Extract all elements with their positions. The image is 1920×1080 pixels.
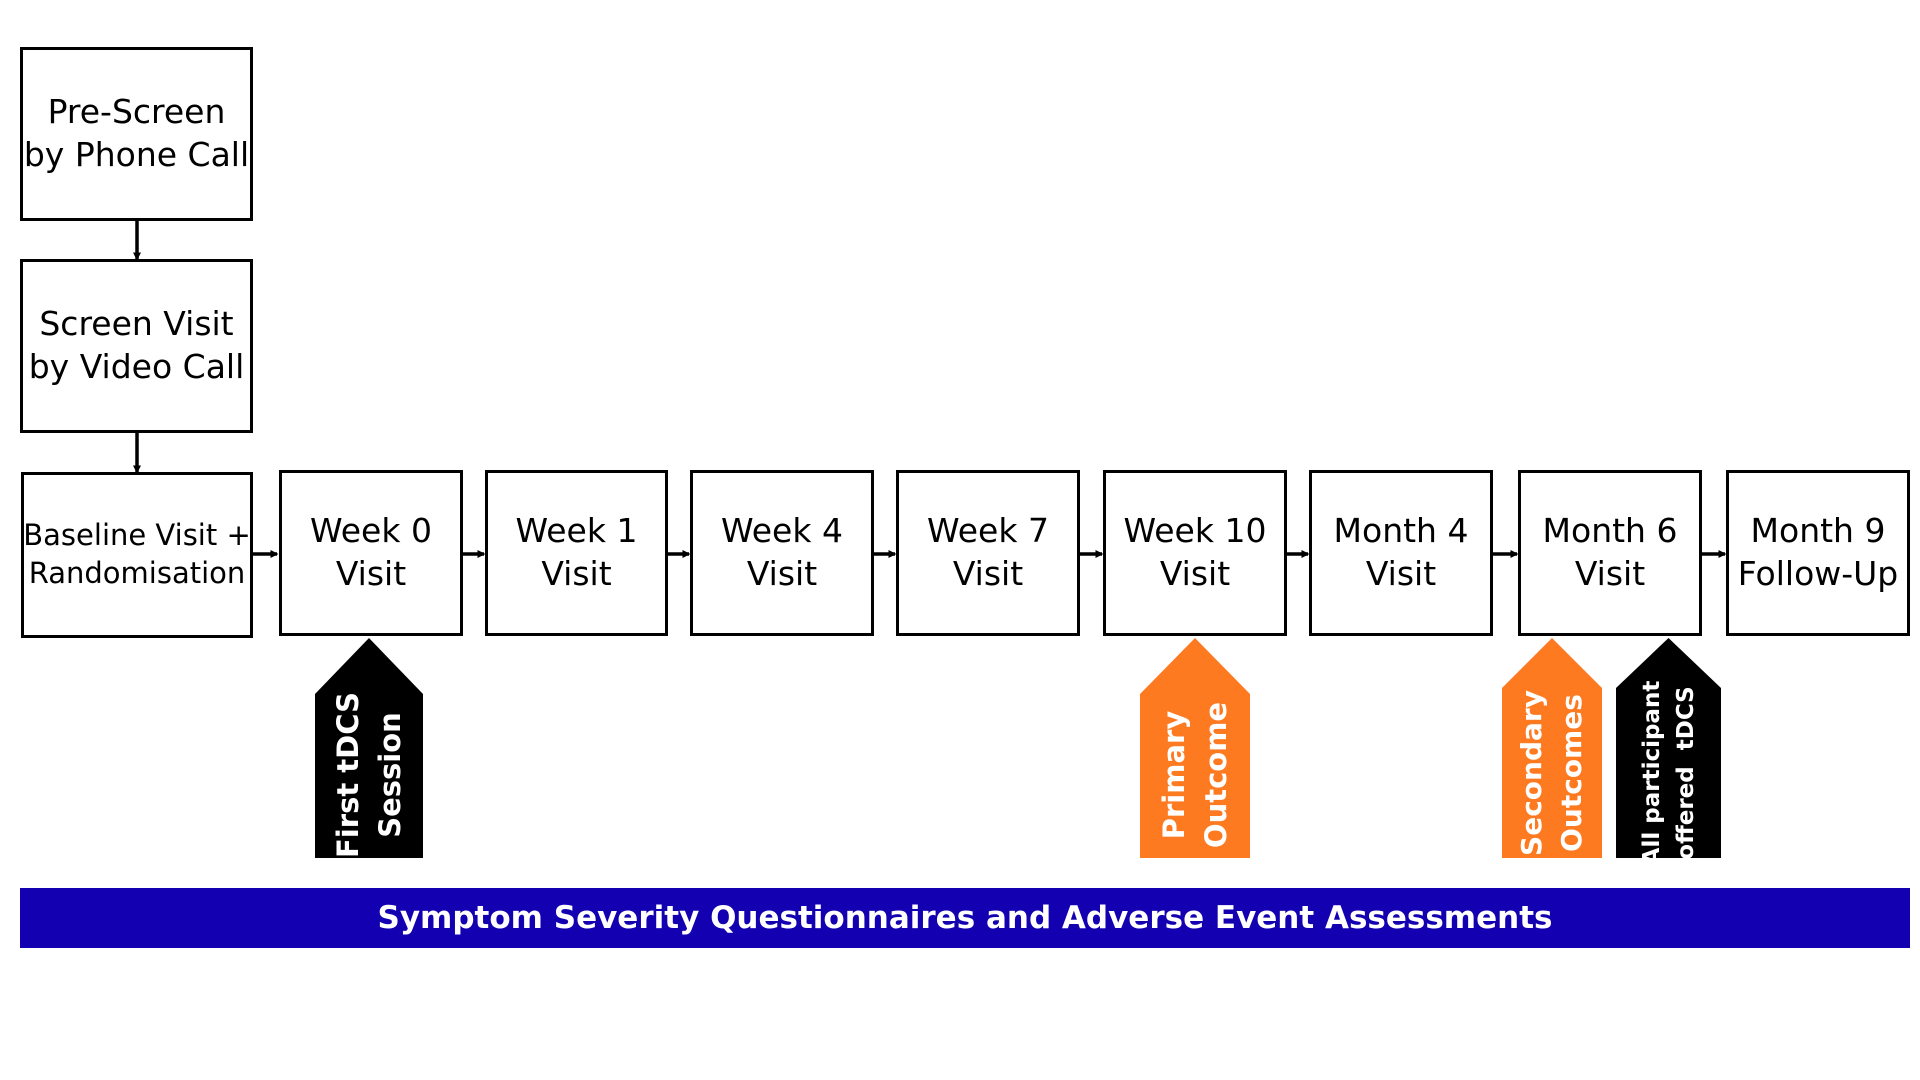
week0-line-2: Visit xyxy=(335,554,407,593)
primary-outcome-line-1: Primary xyxy=(1157,710,1191,840)
pre-screen-line-1: Pre-Screen xyxy=(47,92,226,132)
week7-visit-box: Week 7 Visit xyxy=(896,470,1080,636)
baseline-visit-box: Baseline Visit + Randomisation xyxy=(21,472,253,638)
baseline-line-2: Randomisation xyxy=(28,556,246,590)
secondary-outcomes-marker: Secondary Outcomes xyxy=(1502,638,1602,858)
month9-line-1: Month 9 xyxy=(1750,511,1886,551)
primary-outcome-line-2: Outcome xyxy=(1199,701,1233,849)
week7-line-1: Week 7 xyxy=(927,511,1049,551)
week10-visit-box: Week 10 Visit xyxy=(1103,470,1287,636)
month9-followup-box: Month 9 Follow-Up xyxy=(1726,470,1910,636)
screen-visit-line-1: Screen Visit xyxy=(39,304,234,344)
week4-line-1: Week 4 xyxy=(721,511,843,551)
all-offered-tdcs-marker-shape xyxy=(1616,638,1721,858)
all-offered-tdcs-marker: All participant offered tDCS xyxy=(1616,638,1721,865)
first-tdcs-line-2: Session xyxy=(373,712,407,838)
all-offered-line-2: offered tDCS xyxy=(1672,686,1699,860)
month6-line-1: Month 6 xyxy=(1542,511,1678,551)
month6-line-2: Visit xyxy=(1574,554,1646,593)
week4-line-2: Visit xyxy=(746,554,818,593)
month9-line-2: Follow-Up xyxy=(1737,554,1899,593)
all-offered-line-1: All participant xyxy=(1638,680,1665,866)
baseline-line-1: Baseline Visit + xyxy=(23,518,251,553)
assessments-banner: Symptom Severity Questionnaires and Adve… xyxy=(20,888,1910,948)
screen-visit-line-2: by Video Call xyxy=(28,347,245,386)
pre-screen-box: Pre-Screen by Phone Call xyxy=(20,47,253,221)
assessments-banner-text: Symptom Severity Questionnaires and Adve… xyxy=(377,900,1553,936)
pre-screen-line-2: by Phone Call xyxy=(23,135,250,174)
week4-visit-box: Week 4 Visit xyxy=(690,470,874,636)
secondary-outcomes-line-1: Secondary xyxy=(1515,690,1548,856)
screen-visit-box: Screen Visit by Video Call xyxy=(20,259,253,433)
first-tdcs-marker-shape xyxy=(315,638,423,858)
first-tdcs-marker: First tDCS Session xyxy=(315,638,423,858)
month4-line-1: Month 4 xyxy=(1333,511,1469,551)
primary-outcome-marker: Primary Outcome xyxy=(1140,638,1250,858)
week0-line-1: Week 0 xyxy=(310,511,432,551)
secondary-outcomes-marker-shape xyxy=(1502,638,1602,858)
week7-line-2: Visit xyxy=(952,554,1024,593)
month4-line-2: Visit xyxy=(1365,554,1437,593)
week1-line-2: Visit xyxy=(541,554,612,593)
month4-visit-box: Month 4 Visit xyxy=(1309,470,1493,636)
week1-visit-box: Week 1 Visit xyxy=(485,470,668,636)
first-tdcs-line-1: First tDCS xyxy=(331,692,365,858)
week1-line-1: Week 1 xyxy=(515,511,638,551)
secondary-outcomes-line-2: Outcomes xyxy=(1555,694,1588,852)
month6-visit-box: Month 6 Visit xyxy=(1518,470,1702,636)
week10-line-2: Visit xyxy=(1159,554,1231,593)
week10-line-1: Week 10 xyxy=(1123,511,1267,551)
primary-outcome-marker-shape xyxy=(1140,638,1250,858)
week0-visit-box: Week 0 Visit xyxy=(279,470,463,636)
